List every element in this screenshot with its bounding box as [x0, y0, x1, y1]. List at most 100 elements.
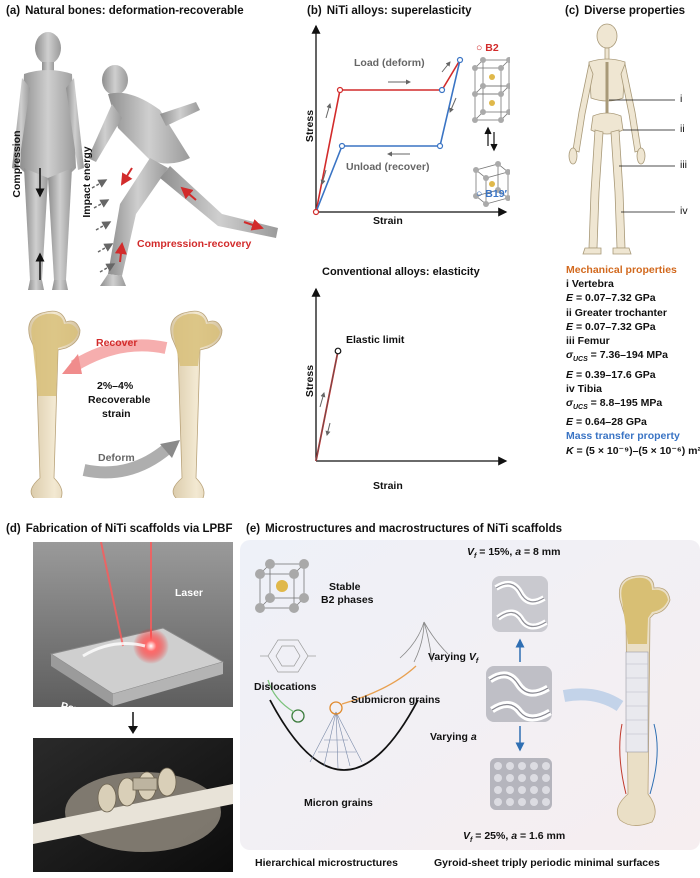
mech-heading: Mechanical properties [566, 264, 677, 276]
unload-label: Unload (recover) [346, 161, 430, 173]
melt-pool-glow [133, 628, 169, 664]
stress-label-e: Stress [304, 364, 316, 398]
stable-label: Stable [329, 581, 361, 593]
panel-b-tag: (b) [307, 5, 322, 17]
varying-a-label: Varying a [430, 731, 477, 743]
recover-arrow-head [62, 354, 82, 374]
hierarchical-caption: Hierarchical microstructures [255, 857, 398, 869]
micron-grains-label: Micron grains [304, 797, 373, 809]
run-arrow-foot [243, 219, 264, 231]
prop-iii-e: E = 0.39–17.6 GPa [566, 368, 656, 381]
prop-iii-sigma: σUCS = 7.36–194 MPa [566, 349, 669, 364]
panel-d-title: (d)Fabrication of NiTi scaffolds via LPB… [6, 523, 233, 535]
impact-energy-arrows [91, 179, 116, 273]
mass-heading: Mass transfer property [566, 430, 680, 443]
impact-energy-label: Impact energy [81, 146, 93, 218]
strain-label-b: Strain [373, 215, 403, 227]
conventional-title: Conventional alloys: elasticity [322, 266, 480, 278]
b19-marker: ○ [476, 188, 483, 200]
properties-list: Mechanical properties i Vertebra E = 0.0… [566, 263, 700, 458]
recoverable-word: Recoverable [88, 394, 151, 406]
b2-label: ○ B2 [476, 42, 499, 54]
deform-arrow-head [160, 440, 180, 458]
laser-beam-1 [100, 542, 124, 647]
b19-label: ○ B19′ [476, 188, 508, 200]
elastic-limit-label: Elastic limit [346, 334, 405, 346]
unload-curve [315, 59, 461, 213]
panel-e-tag: (e) [246, 523, 261, 535]
varying-vf-label: Varying Vf [428, 651, 479, 666]
dislocation-pointer [267, 679, 295, 713]
dislocation-marker [291, 709, 305, 723]
deform-arrow-body [82, 443, 172, 479]
submicron-label: Submicron grains [351, 694, 441, 706]
run-arrow-thigh [180, 186, 197, 201]
recover-label: Recover [96, 337, 138, 349]
lpbf-illustration [33, 542, 233, 872]
b2-phases-label: B2 phases [321, 594, 374, 606]
prop-iv-name: iv Tibia [566, 382, 602, 395]
b19-crystal [473, 161, 510, 207]
prop-ii-e: E = 0.07–7.32 GPa [566, 320, 656, 333]
panel-e-illustration [240, 540, 700, 850]
vf-bottom-label: Vf = 25%, a = 1.6 mm [463, 830, 566, 845]
panel-c-tag: (c) [565, 5, 580, 17]
laser-label: Laser [175, 587, 204, 599]
panel-a-title: (a)Natural bones: deformation-recoverabl… [6, 5, 244, 17]
scan-track [82, 642, 146, 658]
submicron-grains [399, 621, 449, 663]
b2-marker: ○ [476, 42, 483, 54]
ruler [33, 784, 233, 844]
running-figure [88, 65, 278, 286]
b2-crystal [472, 57, 510, 123]
prop-k: K = (5 × 10⁻⁹)–(5 × 10⁻⁶) m² [566, 444, 700, 457]
submicron-pointer [341, 665, 417, 705]
prop-iii-name: iii Femur [566, 335, 610, 348]
submicron-marker [329, 701, 343, 715]
stress-label-b: Stress [304, 109, 316, 143]
scaffold-parts [97, 767, 177, 813]
panel-e-background [240, 540, 700, 850]
powder-bed-front [113, 662, 223, 706]
micron-grains [309, 711, 363, 769]
powder-bed-side [51, 654, 113, 706]
marker-i: i [680, 93, 683, 105]
strain-word: strain [102, 408, 131, 420]
superelasticity-plot [311, 24, 510, 217]
run-arrow-knee [120, 167, 133, 186]
elastic-unload-line [315, 350, 339, 462]
run-arrow-shin [114, 242, 127, 263]
gyroid-bottom [490, 758, 552, 810]
recoverable-pct: 2%–4% [97, 380, 134, 392]
vf-top-label: Vf = 15%, a = 8 mm [467, 546, 561, 561]
prop-iv-sigma: σUCS = 8.8–195 MPa [566, 396, 663, 412]
prop-i-e: E = 0.07–7.32 GPa [566, 292, 656, 305]
elastic-limit-point [334, 347, 342, 355]
standing-figure [12, 32, 84, 290]
panel-d-tag: (d) [6, 523, 21, 535]
prop-i-name: i Vertebra [566, 278, 614, 291]
skeleton-leader-lines [609, 99, 675, 213]
marker-ii: ii [680, 123, 685, 135]
bone-right [170, 310, 223, 498]
dislocations-label: Dislocations [254, 681, 317, 693]
panel-a-tag: (a) [6, 5, 21, 17]
femur-implant [616, 575, 671, 826]
panel-c-title: (c)Diverse properties [565, 5, 686, 17]
compression-recovery-label: Compression-recovery [137, 238, 252, 250]
skeleton-illustration [568, 23, 675, 255]
marker-iii: iii [680, 159, 687, 171]
dislocation-lattice [260, 639, 316, 673]
load-curve [315, 59, 461, 213]
implant-arrow [562, 688, 624, 712]
strain-label-e: Strain [373, 480, 403, 492]
gyroid-top [492, 576, 548, 632]
gyroid-middle [486, 666, 552, 722]
prop-iv-e: E = 0.64–28 GPa [566, 416, 647, 429]
panel-b-title: (b)NiTi alloys: superelasticity [307, 5, 472, 17]
energy-parabola [269, 699, 419, 771]
gyroid-caption: Gyroid-sheet triply periodic minimal sur… [434, 857, 660, 869]
prop-ii-name: ii Greater trochanter [566, 306, 667, 319]
panel-a-illustration [12, 32, 278, 498]
b2-cube [255, 559, 309, 613]
